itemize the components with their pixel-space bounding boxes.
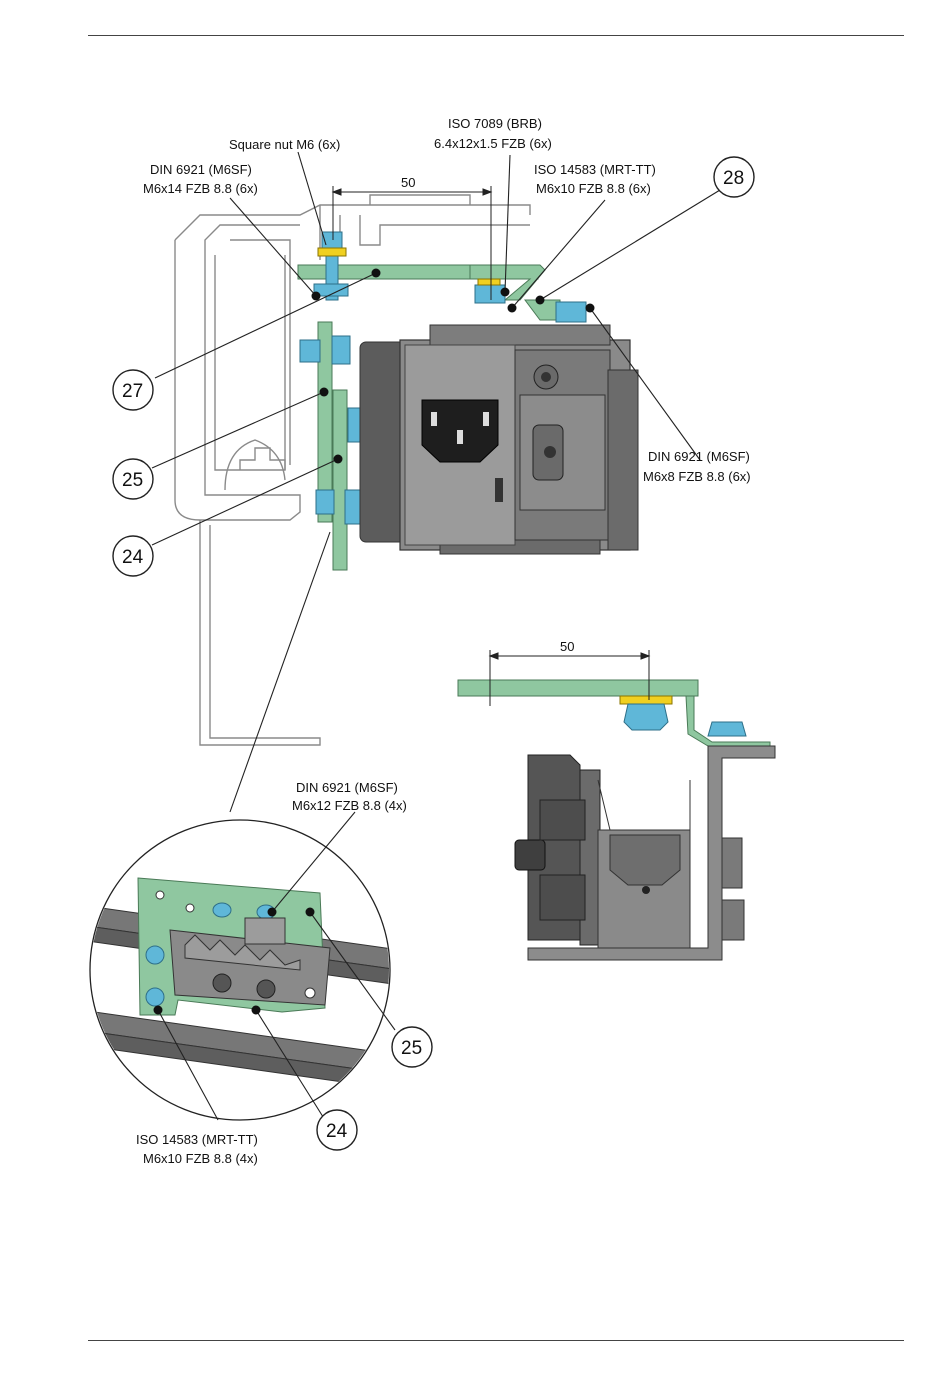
label-din6921-m14-line2: M6x14 FZB 8.8 (6x) [143, 181, 258, 196]
label-din6921-m8-line1: DIN 6921 (M6SF) [648, 449, 750, 464]
dimension-50-top [333, 186, 491, 300]
label-iso14583-top-line2: M6x10 FZB 8.8 (6x) [536, 181, 651, 196]
label-din6921-m8-line2: M6x8 FZB 8.8 (6x) [643, 469, 751, 484]
svg-text:27: 27 [122, 381, 143, 402]
label-iso7089-line1: ISO 7089 (BRB) [448, 116, 542, 131]
callout-24-detail: 24 [317, 1110, 357, 1150]
label-iso7089-line2: 6.4x12x1.5 FZB (6x) [434, 136, 552, 151]
label-iso14583-bottom-line2: M6x10 FZB 8.8 (4x) [143, 1151, 258, 1166]
label-din6921-m14-line1: DIN 6921 (M6SF) [150, 162, 252, 177]
label-iso14583-bottom-line1: ISO 14583 (MRT-TT) [136, 1132, 258, 1147]
svg-text:25: 25 [401, 1038, 422, 1059]
label-din6921-m12-line2: M6x12 FZB 8.8 (4x) [292, 798, 407, 813]
svg-text:25: 25 [122, 470, 143, 491]
dimension-50-side-text: 50 [560, 639, 574, 654]
svg-text:24: 24 [122, 547, 144, 568]
label-iso14583-top-line1: ISO 14583 (MRT-TT) [534, 162, 656, 177]
callout-25-top: 25 [113, 459, 153, 499]
callout-25-detail: 25 [392, 1027, 432, 1067]
callout-28: 28 [714, 157, 754, 197]
callout-24-top: 24 [113, 536, 153, 576]
dimension-50-top-text: 50 [401, 175, 415, 190]
label-din6921-m12-line1: DIN 6921 (M6SF) [296, 780, 398, 795]
svg-text:28: 28 [723, 168, 744, 189]
device-body-top [360, 325, 638, 554]
label-square-nut: Square nut M6 (6x) [229, 137, 340, 152]
svg-text:24: 24 [326, 1121, 348, 1142]
side-view [458, 680, 775, 960]
callout-27: 27 [113, 370, 153, 410]
